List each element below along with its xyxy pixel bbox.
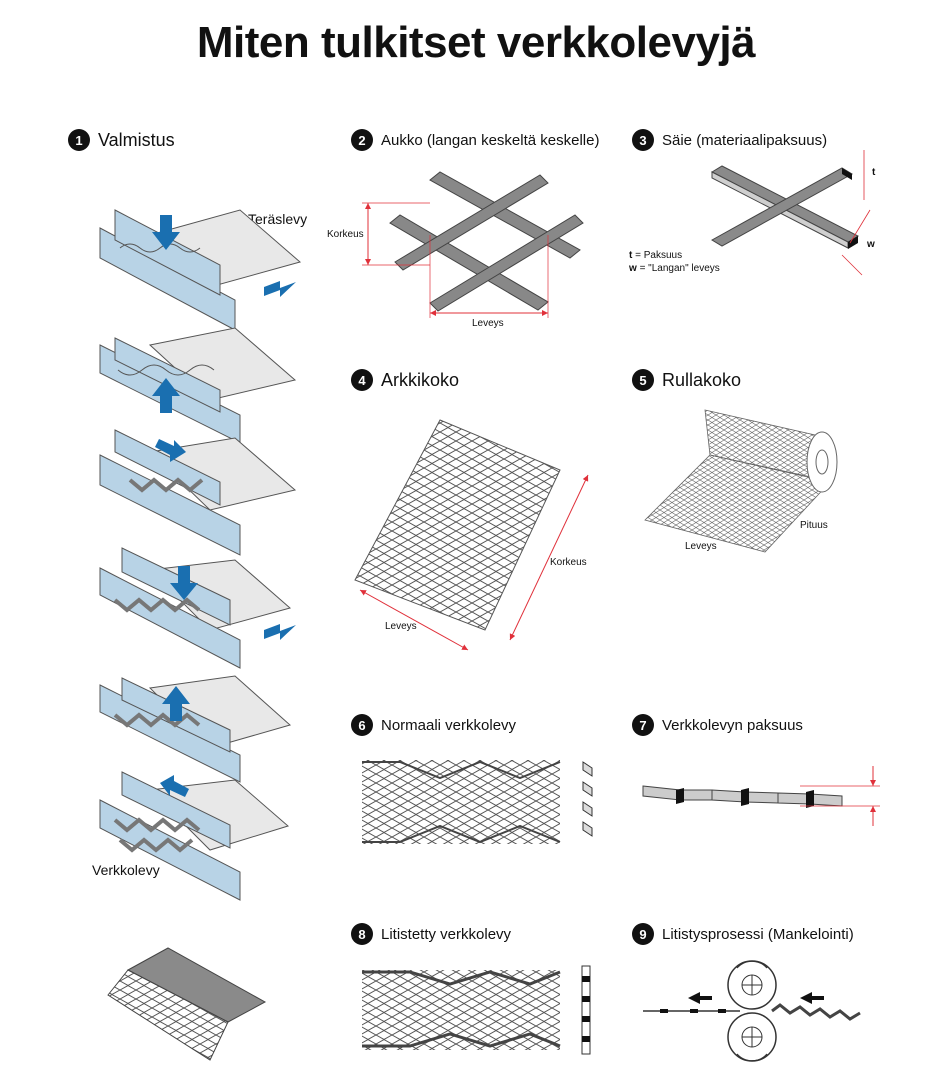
thickness-legend: t = Paksuus: [629, 250, 682, 261]
flattening-process-diagram: [643, 960, 861, 1062]
strand-t-marker: t: [872, 167, 876, 178]
section-label: Litistysprosessi (Mankelointi): [662, 925, 854, 943]
section-3-heading: 3 Säie (materiaalipaksuus): [632, 129, 827, 151]
finished-expanded-sheet: [107, 947, 267, 1061]
manufacturing-step-4: [99, 547, 296, 669]
section-label: Verkkolevyn paksuus: [662, 716, 803, 734]
section-label: Rullakoko: [662, 369, 742, 390]
section-label: Säie (materiaalipaksuus): [662, 131, 828, 149]
section-9-heading: 9 Litistysprosessi (Mankelointi): [632, 923, 854, 945]
expanded-sheet-label: Verkkolevy: [92, 862, 160, 878]
section-label: Valmistus: [98, 129, 175, 150]
t-definition: = Paksuus: [635, 250, 683, 261]
aperture-width-label: Leveys: [472, 318, 504, 329]
roll-width-label: Leveys: [685, 541, 717, 552]
section-label: Arkkikoko: [381, 369, 460, 390]
section-number-badge: 4: [351, 369, 373, 391]
section-number-badge: 6: [351, 714, 373, 736]
section-label: Aukko (langan keskeltä keskelle): [381, 131, 600, 149]
page-title: Miten tulkitset verkkolevyjä: [196, 18, 756, 67]
manufacturing-step-2: [99, 327, 297, 444]
section-7-heading: 7 Verkkolevyn paksuus: [632, 714, 803, 736]
sheet-size-diagram: [354, 419, 589, 651]
section-number-badge: 8: [351, 923, 373, 945]
section-label: Litistetty verkkolevy: [381, 925, 512, 943]
section-number-badge: 7: [632, 714, 654, 736]
section-number-badge: 3: [632, 129, 654, 151]
section-6-heading: 6 Normaali verkkolevy: [351, 714, 516, 736]
section-number-badge: 1: [68, 129, 90, 151]
roll-size-diagram: [644, 409, 838, 553]
aperture-height-label: Korkeus: [327, 229, 364, 240]
section-1-heading: 1 Valmistus: [68, 129, 175, 151]
section-number-badge: 9: [632, 923, 654, 945]
manufacturing-step-6: [99, 771, 290, 901]
manufacturing-step-1: [99, 209, 302, 331]
steel-sheet-label: Teräslevy: [248, 211, 308, 227]
section-8-heading: 8 Litistetty verkkolevy: [351, 923, 511, 945]
mesh-thickness-diagram: [642, 766, 880, 826]
manufacturing-step-5: [99, 675, 292, 783]
aperture-diagram: [362, 171, 584, 318]
w-symbol: w: [629, 263, 637, 274]
manufacturing-step-3: [99, 429, 297, 556]
strand-w-marker: w: [867, 239, 875, 250]
section-5-heading: 5 Rullakoko: [632, 369, 741, 391]
section-number-badge: 5: [632, 369, 654, 391]
normal-mesh-diagram: [362, 760, 593, 844]
section-2-heading: 2 Aukko (langan keskeltä keskelle): [351, 129, 599, 151]
section-4-heading: 4 Arkkikoko: [351, 369, 459, 391]
section-number-badge: 2: [351, 129, 373, 151]
w-definition: = "Langan" leveys: [639, 263, 720, 274]
section-label: Normaali verkkolevy: [381, 716, 517, 734]
flattened-mesh-diagram: [362, 965, 591, 1055]
t-symbol: t: [629, 250, 633, 261]
strand-diagram: [710, 150, 871, 276]
roll-length-label: Pituus: [800, 520, 828, 531]
width-legend: w = "Langan" leveys: [629, 263, 720, 274]
